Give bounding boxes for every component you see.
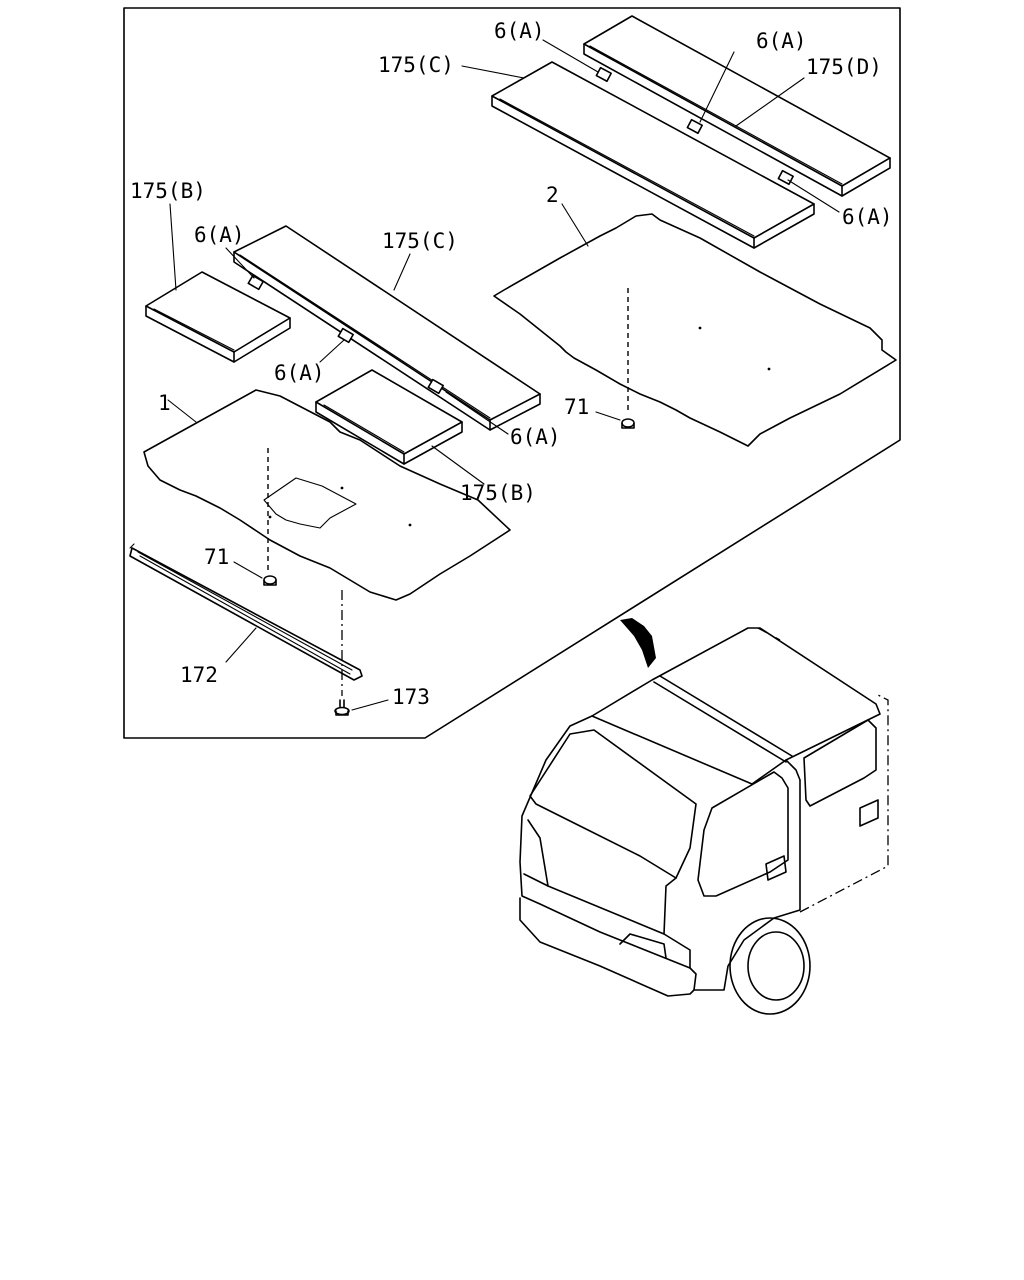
board-175-c-mid (233, 225, 541, 431)
board-175-d (583, 15, 891, 197)
label-175b-mid: 175(B) (460, 481, 536, 505)
label-71-right: 71 (564, 395, 589, 419)
location-arrow-icon (620, 618, 656, 668)
floor-mat-2 (493, 213, 897, 447)
board-175-b-left (145, 271, 291, 363)
label-71-left: 71 (204, 545, 229, 569)
truck-illustration (519, 618, 889, 1015)
board-175-b-mid (315, 369, 463, 465)
label-6a-mid-right: 6(A) (510, 425, 561, 449)
clip-71-right (621, 418, 635, 429)
label-6a-mid-center: 6(A) (274, 361, 325, 385)
label-173: 173 (392, 685, 430, 709)
label-1: 1 (158, 391, 171, 415)
clip-71-left (263, 575, 277, 586)
label-175c-top: 175(C) (378, 53, 454, 77)
scuff-plate-172 (129, 543, 363, 681)
floor-mat-1 (143, 389, 511, 601)
label-175c-mid: 175(C) (382, 229, 458, 253)
diagram-frame (123, 7, 901, 739)
label-175b-left: 175(B) (130, 179, 206, 203)
label-172: 172 (180, 663, 218, 687)
board-175-c-top (491, 61, 815, 249)
label-2: 2 (546, 183, 559, 207)
part-labels: 175(C) 6(A) 6(A) 175(D) 6(A) 2 175(B) 6(… (130, 19, 893, 709)
screw-173 (334, 699, 350, 716)
label-6a-top-mid: 6(A) (756, 29, 807, 53)
leader-lines (167, 39, 840, 711)
label-6a-top-left: 6(A) (494, 19, 545, 43)
label-6a-mid-left: 6(A) (194, 223, 245, 247)
clip-6a-middle (247, 274, 444, 395)
label-6a-top-right: 6(A) (842, 205, 893, 229)
label-175d: 175(D) (806, 55, 882, 79)
